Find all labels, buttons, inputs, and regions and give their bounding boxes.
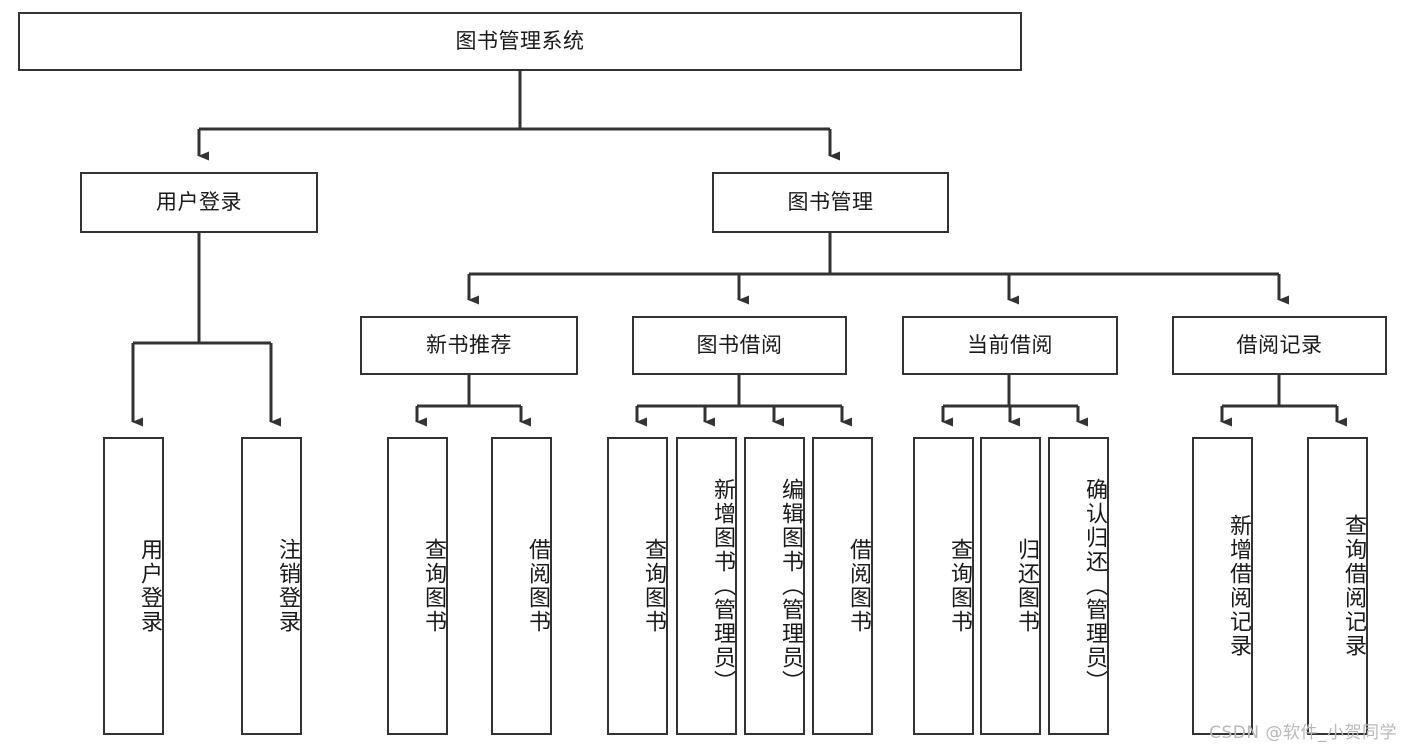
node-leaf-query-book-current[interactable]: 查询图书 [913, 437, 974, 735]
node-label: 查询图书 [641, 538, 666, 634]
node-label: 查询图书 [421, 538, 446, 634]
csdn-watermark: CSDN @软件_小贺同学 [1209, 723, 1397, 743]
node-label: 查询图书 [947, 538, 972, 634]
node-label: 编辑图书（管理员） [778, 478, 803, 694]
node-leaf-borrow-book-recommend[interactable]: 借阅图书 [491, 437, 552, 735]
node-leaf-add-borrow-record[interactable]: 新增借阅记录 [1192, 437, 1253, 735]
node-leaf-return-book[interactable]: 归还图书 [980, 437, 1041, 735]
node-label: 新书推荐 [426, 333, 512, 358]
node-label: 新增借阅记录 [1226, 514, 1251, 658]
node-leaf-user-login[interactable]: 用户登录 [103, 437, 164, 735]
node-user-login[interactable]: 用户登录 [80, 172, 318, 233]
node-label: 图书管理 [787, 190, 874, 215]
node-new-book-recommend[interactable]: 新书推荐 [360, 316, 578, 375]
node-label: 新增图书（管理员） [710, 478, 735, 694]
node-label: 当前借阅 [967, 333, 1053, 358]
node-label: 归还图书 [1014, 538, 1039, 634]
node-label: 图书管理系统 [455, 29, 585, 54]
node-label: 用户登录 [137, 538, 162, 634]
node-book-manage[interactable]: 图书管理 [712, 172, 949, 233]
node-label: 用户登录 [156, 190, 242, 215]
node-label: 图书借阅 [696, 333, 783, 358]
node-leaf-query-borrow-record[interactable]: 查询借阅记录 [1307, 437, 1368, 735]
node-leaf-confirm-return[interactable]: 确认归还（管理员） [1048, 437, 1109, 735]
node-leaf-query-book-recommend[interactable]: 查询图书 [387, 437, 448, 735]
node-leaf-edit-book[interactable]: 编辑图书（管理员） [744, 437, 805, 735]
node-label: 借阅图书 [525, 538, 550, 634]
node-leaf-user-logout[interactable]: 注销登录 [241, 437, 302, 735]
node-root-book-management-system[interactable]: 图书管理系统 [18, 12, 1022, 71]
node-leaf-query-book-borrow[interactable]: 查询图书 [607, 437, 668, 735]
node-label: 注销登录 [275, 538, 300, 634]
node-borrow-record[interactable]: 借阅记录 [1172, 316, 1387, 375]
node-leaf-add-book[interactable]: 新增图书（管理员） [676, 437, 737, 735]
node-label: 借阅图书 [846, 538, 871, 634]
node-current-borrow[interactable]: 当前借阅 [902, 316, 1118, 375]
node-leaf-borrow-book[interactable]: 借阅图书 [812, 437, 873, 735]
node-label: 确认归还（管理员） [1082, 478, 1107, 694]
node-label: 借阅记录 [1236, 333, 1323, 358]
node-book-borrow[interactable]: 图书借阅 [632, 316, 847, 375]
node-label: 查询借阅记录 [1341, 514, 1366, 658]
